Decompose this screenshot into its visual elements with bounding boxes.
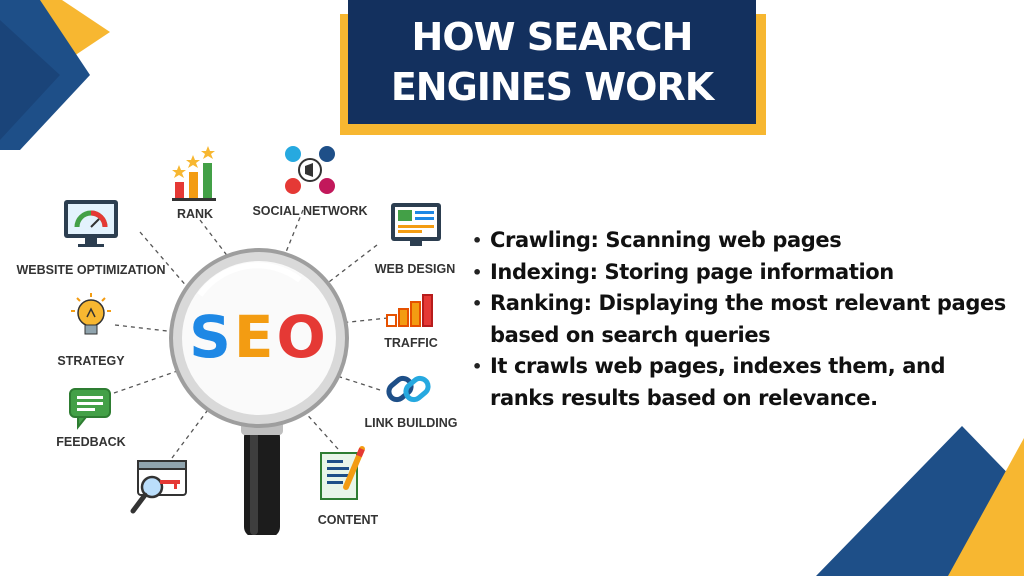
page-title-line-2: ENGINES WORK [390,65,714,109]
label-rank: RANK [177,207,213,221]
bullet-summary: It crawls web pages, indexes them, and r… [468,351,1008,414]
gauge-monitor-icon [64,200,118,247]
bullet-list: Crawling: Scanning web pages Indexing: S… [468,225,1008,414]
label-feedback: FEEDBACK [56,435,125,449]
label-social-network: SOCIAL NETWORK [252,204,367,218]
label-strategy: STRATEGY [57,354,125,368]
web-design-monitor-icon [391,203,441,246]
social-media-icon [285,146,335,194]
lightbulb-icon [71,293,111,335]
bar-chart-stars-icon [172,146,216,201]
bullet-ranking: Ranking: Displaying the most relevant pa… [468,288,1008,351]
bullet-crawling: Crawling: Scanning web pages [468,225,1008,257]
traffic-bars-icon [386,294,433,327]
magnifying-glass-icon [169,248,349,535]
label-web-design: WEB DESIGN [375,262,456,276]
top-left-decoration [0,0,110,150]
chat-bubble-icon [69,388,111,430]
label-content: CONTENT [318,513,379,527]
label-website-optimization: WEBSITE OPTIMIZATION [16,263,165,277]
label-traffic: TRAFFIC [384,336,437,350]
bottom-right-decoration [816,426,1024,576]
seo-center-text: SEO [189,303,329,371]
label-link-building: LINK BUILDING [364,416,457,430]
title-banner: HOW SEARCH ENGINES WORK [348,0,756,124]
magnifier-key-icon [130,460,187,514]
page-title-line-1: HOW SEARCH [411,15,694,59]
bullet-indexing: Indexing: Storing page information [468,257,1008,289]
seo-infographic: SEO RANK SOCIAL NETWORK WEBSITE OPTIMIZA… [16,146,458,535]
document-pencil-icon [320,446,365,500]
chain-link-icon [386,375,431,403]
